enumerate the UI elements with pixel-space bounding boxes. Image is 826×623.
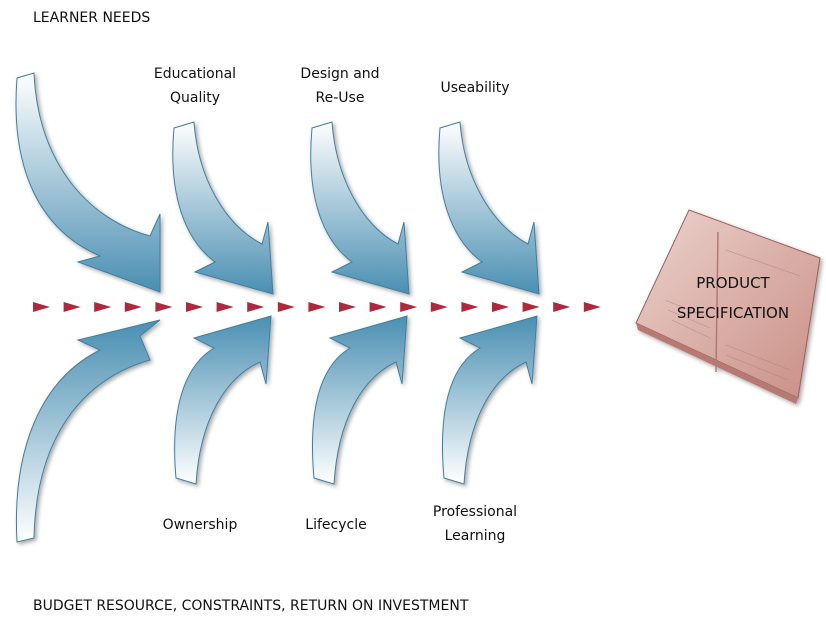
label-line: Quality <box>169 90 221 106</box>
label-line: Ownership <box>162 517 238 533</box>
spine-arrowhead <box>522 302 540 312</box>
learner-needs-heading: LEARNER NEEDS <box>33 10 151 26</box>
budget-footer: BUDGET RESOURCE, CONSTRAINTS, RETURN ON … <box>33 598 469 614</box>
curved-arrow-educational-quality <box>172 121 274 295</box>
product-line: SPECIFICATION <box>676 304 790 322</box>
label-line: Learning <box>444 528 506 544</box>
spine-arrowhead <box>247 302 265 312</box>
spine-arrowhead <box>461 302 479 312</box>
label-ownership: Ownership <box>145 513 255 537</box>
spine-arrowhead <box>492 302 509 312</box>
spine-arrowhead <box>277 302 295 312</box>
label-educational-quality: Educational Quality <box>140 62 250 110</box>
curved-arrow-learner-needs <box>15 72 161 293</box>
curved-arrow-lifecycle <box>312 315 408 485</box>
spine-arrowhead <box>124 302 142 312</box>
curved-arrow-useability <box>438 121 540 295</box>
spine-arrowhead <box>216 302 234 312</box>
product-line: PRODUCT <box>696 274 770 292</box>
spine-arrowhead <box>430 302 448 312</box>
label-design-reuse: Design and Re-Use <box>285 62 395 110</box>
spine-arrowhead <box>339 302 356 312</box>
spine-arrowhead <box>33 302 50 312</box>
spine-arrowhead <box>155 302 173 312</box>
label-line: Professional <box>432 504 518 520</box>
curved-arrow-professional-learning <box>442 315 538 485</box>
spine-arrowhead <box>400 302 418 312</box>
book-image <box>635 209 821 404</box>
spine-arrowhead <box>553 302 571 312</box>
spine-arrowhead <box>94 302 112 312</box>
label-lifecycle: Lifecycle <box>281 513 391 537</box>
curved-arrow-ownership <box>174 315 272 485</box>
label-line: Lifecycle <box>305 517 367 533</box>
label-line: Design and <box>300 66 380 82</box>
label-line: Educational <box>153 66 237 82</box>
label-line: Useability <box>440 80 510 96</box>
spine-arrowhead <box>186 302 203 312</box>
spine-arrowhead <box>63 302 81 312</box>
spine-arrowhead <box>369 302 387 312</box>
label-professional-learning: Professional Learning <box>420 500 530 548</box>
curved-arrow-budget <box>15 319 161 543</box>
label-line: Re-Use <box>315 90 365 106</box>
product-specification-label: PRODUCT SPECIFICATION <box>648 268 818 328</box>
spine-arrowhead <box>308 302 326 312</box>
label-useability: Useability <box>420 76 530 100</box>
spine-arrowheads <box>33 302 601 312</box>
spine-arrowhead <box>583 302 601 312</box>
curved-arrow-design-reuse <box>310 121 410 295</box>
